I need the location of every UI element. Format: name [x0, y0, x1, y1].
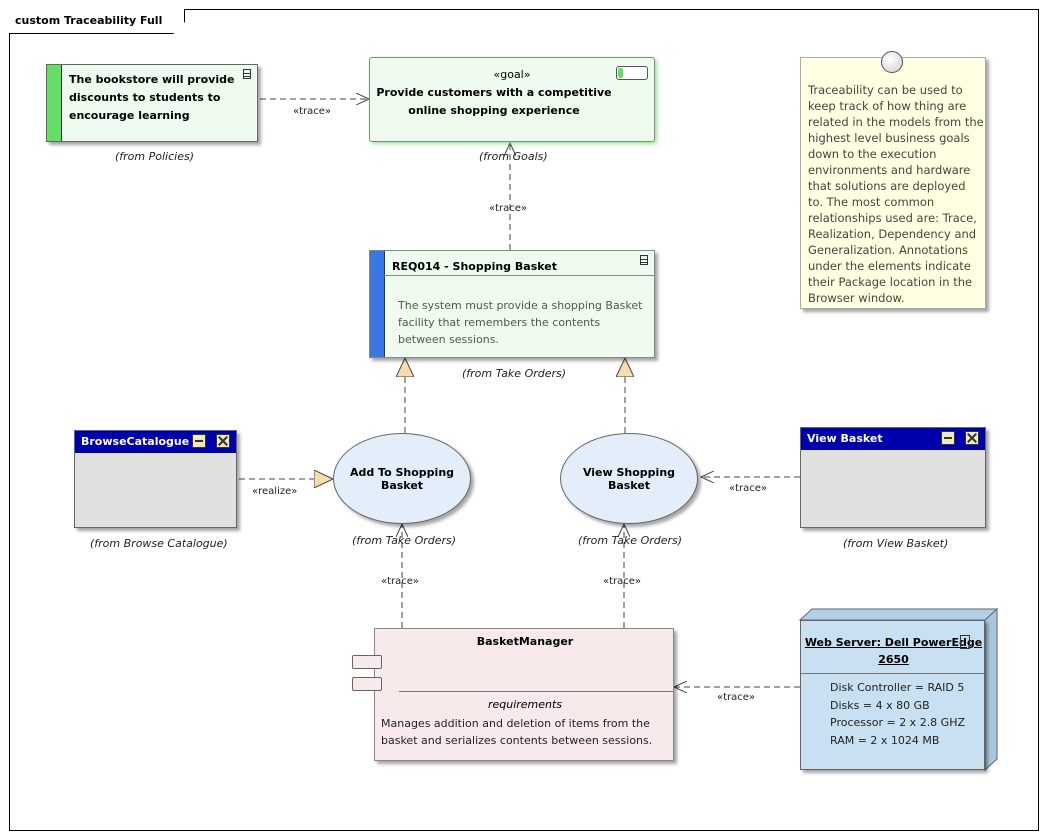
close-icon[interactable]: [965, 431, 979, 445]
note-text: Traceability can be used to keep track o…: [808, 83, 984, 305]
requirement-description: The system must provide a shopping Baske…: [398, 299, 643, 346]
node-attribute: Disks = 4 x 80 GB: [830, 698, 930, 712]
usecase-add-label: Add To Shopping Basket: [349, 465, 455, 492]
requirement-package-label: (from Take Orders): [462, 367, 567, 380]
trace-label-node-comp: «trace»: [717, 692, 756, 703]
web-server-node[interactable]: Web Server: Dell PowerEdge 2650 Disk Con…: [800, 620, 985, 770]
usecase-view-label: View Shopping Basket: [582, 465, 676, 492]
view-basket-boundary[interactable]: View Basket: [800, 427, 986, 528]
usecase-view-package-label: (from Take Orders): [578, 534, 683, 547]
node-attribute: Processor = 2 x 2.8 GHZ: [830, 716, 966, 729]
component-section-title: requirements: [487, 698, 563, 711]
policy-color-bar: [47, 65, 62, 141]
pin-icon: [881, 51, 903, 73]
policy-package-label: (from Policies): [115, 150, 194, 163]
requirement-element[interactable]: REQ014 - Shopping Basket The system must…: [369, 250, 655, 358]
diagram-frame: [9, 9, 1039, 831]
element-list-icon: [243, 69, 251, 79]
usecase-add-package-label: (from Take Orders): [352, 534, 457, 547]
element-list-icon: [640, 255, 648, 265]
view-basket-package-label: (from View Basket): [843, 537, 949, 550]
trace-label-comp-view: «trace»: [603, 576, 642, 587]
minimize-icon[interactable]: [941, 431, 955, 445]
goal-text: Provide customers with a competitive onl…: [376, 86, 612, 117]
node-attribute: RAM = 2 x 1024 MB: [830, 733, 940, 747]
component-port-icon: [352, 655, 382, 669]
policy-text: The bookstore will provide discounts to …: [69, 73, 235, 122]
node-divider: [801, 673, 984, 674]
goal-stereotype: «goal»: [493, 68, 531, 81]
view-basket-title: View Basket: [801, 428, 985, 450]
trace-label-policy-goal: «trace»: [293, 106, 332, 117]
goal-element[interactable]: «goal» Provide customers with a competit…: [369, 57, 655, 142]
policy-element[interactable]: The bookstore will provide discounts to …: [46, 64, 258, 142]
browse-catalogue-title: BrowseCatalogue: [75, 431, 236, 453]
trace-label-comp-add: «trace»: [381, 576, 420, 587]
component-requirement-text: Manages addition and deletion of items f…: [381, 717, 653, 747]
close-icon[interactable]: [216, 434, 230, 448]
node-attribute: Disk Controller = RAID 5: [830, 681, 965, 694]
node-attributes: Disk Controller = RAID 5 Disks = 4 x 80 …: [830, 679, 965, 749]
component-name: BasketManager: [476, 635, 574, 648]
trace-label-req-goal: «trace»: [489, 203, 528, 214]
usecase-view-shopping-basket[interactable]: View Shopping Basket: [560, 433, 698, 524]
requirement-title: REQ014 - Shopping Basket: [392, 260, 557, 273]
requirement-divider: [384, 275, 654, 276]
goal-icon: [616, 66, 648, 80]
node-top-face: [798, 608, 999, 621]
node-side-face: [984, 607, 998, 772]
requirement-color-bar: [370, 251, 385, 357]
element-list-icon: [960, 635, 970, 649]
basket-manager-component[interactable]: BasketManager requirements Manages addit…: [352, 628, 674, 761]
minimize-icon[interactable]: [192, 434, 206, 448]
note-element[interactable]: Traceability can be used to keep track o…: [800, 51, 986, 309]
goal-package-label: (from Goals): [479, 150, 548, 163]
browse-catalogue-boundary[interactable]: BrowseCatalogue: [74, 430, 237, 528]
component-divider: [399, 691, 673, 692]
realize-label-browse-add: «realize»: [252, 486, 298, 497]
trace-label-viewbasket-viewuc: «trace»: [729, 483, 768, 494]
diagram-title: custom Traceability Full: [9, 9, 185, 34]
node-name: Web Server: Dell PowerEdge 2650: [804, 636, 983, 666]
usecase-add-to-shopping-basket[interactable]: Add To Shopping Basket: [333, 433, 471, 524]
component-port-icon: [352, 677, 382, 691]
browse-catalogue-package-label: (from Browse Catalogue): [90, 537, 228, 550]
